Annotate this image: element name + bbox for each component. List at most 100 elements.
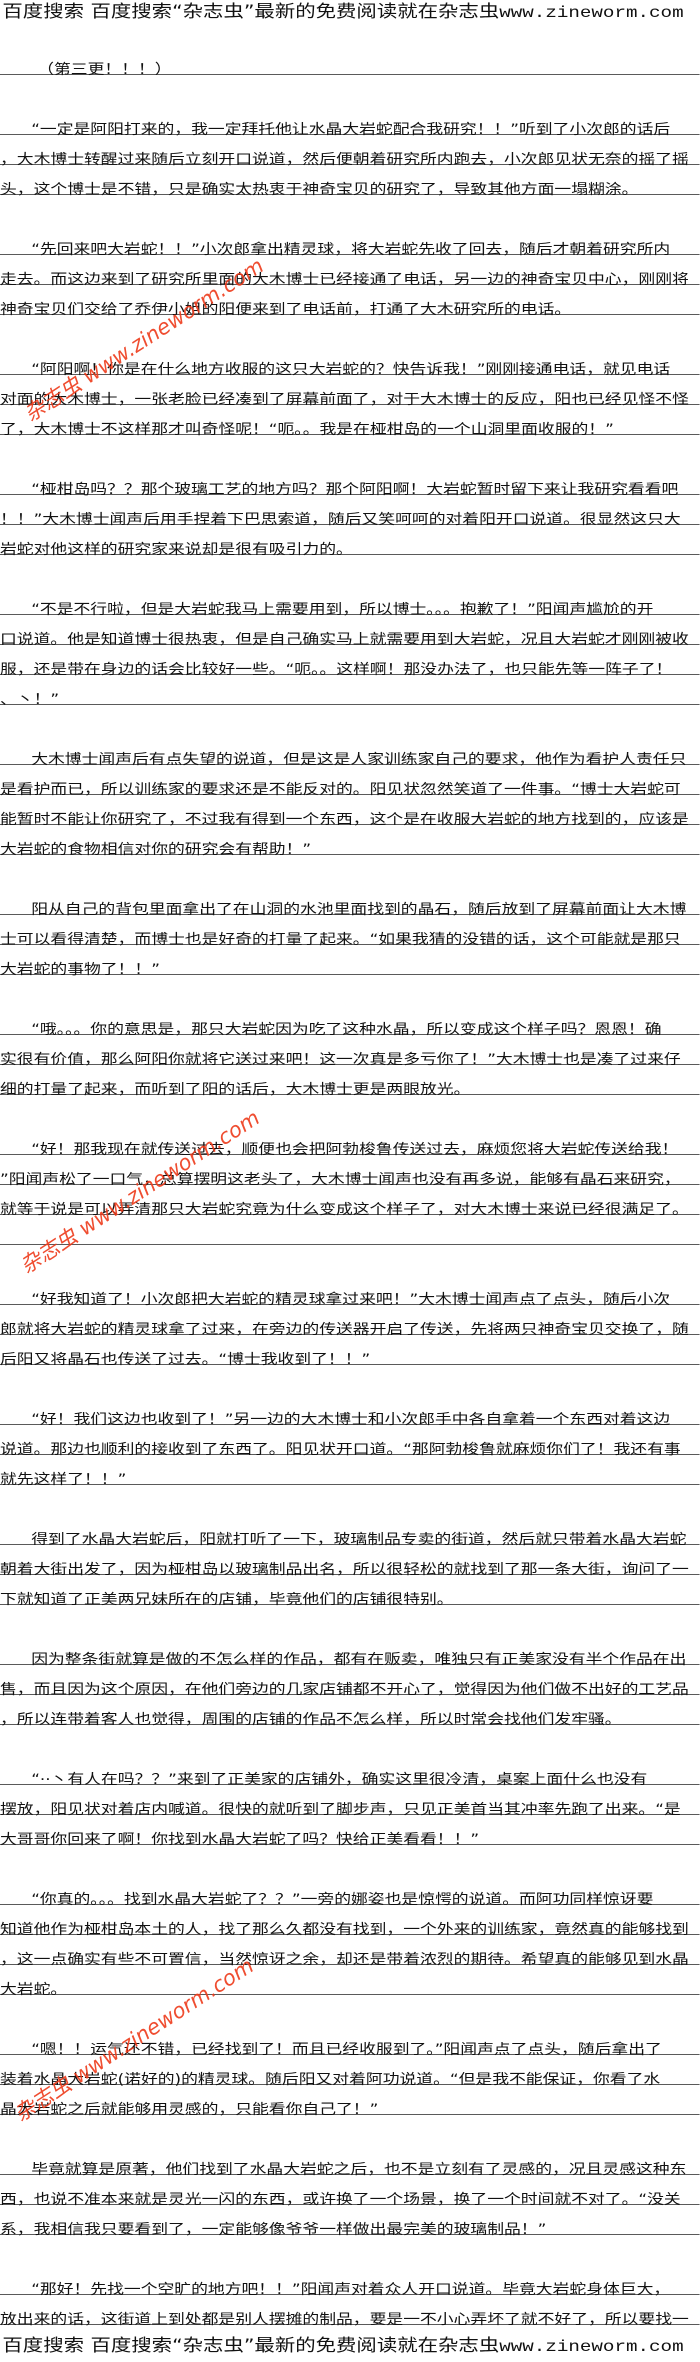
paragraph-line: 口说道。他是知道博士很热衷，但是自己确实马上就需要用到大岩蛇，况且大岩蛇才刚刚被… (0, 615, 700, 648)
header-banner: 百度搜索 百度搜索“杂志虫”最新的免费阅读就在杂志虫www.zineworm.c… (2, 0, 683, 27)
header-banner-url[interactable]: www.zineworm.com (499, 4, 684, 22)
line-text: 岩蛇对他这样的研究家来说却是很有吸引力的。 (0, 542, 353, 558)
paragraph-spacer (0, 2115, 700, 2145)
paragraph-line: 岩蛇对他这样的研究家来说却是很有吸引力的。 (0, 525, 700, 558)
paragraph-line: 大木博士闻声后有点失望的说道，但是这是人家训练家自己的要求，他作为看护人责任只 (0, 735, 700, 768)
paragraph-line: 阳从自己的背包里面拿出了在山洞的水池里面找到的晶石，随后放到了屏幕前面让大木博 (0, 885, 700, 918)
paragraph-line: 就先这样了！！” (0, 1455, 700, 1488)
paragraph-line: “嗯！！运气还不错，已经找到了！而且已经收服到了。”阳闻声点了点头，随后拿出了 (0, 2025, 700, 2058)
paragraph-line: 知道他作为桠柑岛本土的人，找了那么久都没有找到，一个外来的训练家，竟然真的能够找… (0, 1905, 700, 1938)
paragraph-spacer (0, 2235, 700, 2265)
line-text: ！！”大木博士闻声后用手捏着下巴思索道，随后又笑呵呵的对着阳开口说道。很显然这只… (0, 512, 681, 528)
line-text: 对面的大木博士，一张老脸已经凑到了屏幕前面了，对于大木博士的反应，阳也已经见怪不… (0, 392, 689, 408)
paragraph-line: ”阳闻声松了一口气，总算摆明这老头了，大木博士闻声也没有再多说，能够有晶石来研究… (0, 1155, 700, 1188)
paragraph-line: 晶大岩蛇之后就能够用灵感的，只能看你自己了！” (0, 2085, 700, 2118)
line-text: 得到了水晶大岩蛇后，阳就打听了一下，玻璃制品专卖的街道，然后就只带着水晶大岩蛇 (31, 1532, 687, 1548)
chapter-heading-row: （第三更！！！） (0, 45, 700, 78)
paragraph-line: 因为整条街就算是做的不怎么样的作品，都有在贩卖，唯独只有正美家没有半个作品在出 (0, 1635, 700, 1668)
paragraph-line: 走去。而这边来到了研究所里面的大木博士已经接通了电话，另一边的神奇宝贝中心，刚刚… (0, 255, 700, 288)
paragraph-line: 、丶！” (0, 675, 700, 708)
line-text: 西，也说不准本来就是灵光一闪的东西，或许换了一个场景，换了一个时间就不对了。“没… (0, 2192, 681, 2208)
paragraph-line: “好！我们这边也收到了！”另一边的大木博士和小次郎手中各自拿着一个东西对着这边 (0, 1395, 700, 1428)
paragraph-line: 售，而且因为这个原因，在他们旁边的几家店铺都不开心了，觉得因为他们做不出好的工艺… (0, 1665, 700, 1698)
paragraph-line: 头，这个博士是不错，只是确实太热衷于神奇宝贝的研究了，导致其他方面一塌糊涂。 (0, 165, 700, 198)
line-text: 说道。那边也顺利的接收到了东西了。阳见状开口道。“那阿勃梭鲁就麻烦你们了！我还有… (0, 1442, 681, 1458)
paragraph-line: 系，我相信我只要看到了，一定能够像爷爷一样做出最完美的玻璃制品！” (0, 2205, 700, 2238)
line-text: ，大木博士转醒过来随后立刻开口说道，然后便朝着研究所内跑去，小次郎见状无奈的摇了… (0, 152, 689, 168)
line-text: 走去。而这边来到了研究所里面的大木博士已经接通了电话，另一边的神奇宝贝中心，刚刚… (0, 272, 689, 288)
paragraph-line: 下就知道了正美两兄妹所在的店铺，毕竟他们的店铺很特别。 (0, 1575, 700, 1608)
paragraph-line: “好！那我现在就传送过去，顺便也会把阿勃梭鲁传送过去，麻烦您将大岩蛇传送给我！ (0, 1125, 700, 1158)
paragraph-line: “好我知道了！小次郎把大岩蛇的精灵球拿过来吧！”大木博士闻声点了点头，随后小次 (0, 1275, 700, 1308)
line-text: 大岩蛇的食物相信对你的研究会有帮助！” (0, 842, 312, 858)
paragraph-line: ，这一点确实有些不可置信，当然惊讶之余，却还是带着浓烈的期待。希望真的能够见到水… (0, 1935, 700, 1968)
line-text: 了，大木博士不这样那才叫奇怪呢！“呃。。我是在桠柑岛的一个山洞里面收服的！” (0, 422, 614, 438)
line-text: ”阳闻声松了一口气，总算摆明这老头了，大木博士闻声也没有再多说，能够有晶石来研究… (0, 1172, 681, 1188)
paragraph-line: 了，大木博士不这样那才叫奇怪呢！“呃。。我是在桠柑岛的一个山洞里面收服的！” (0, 405, 700, 438)
line-text: 后阳又将晶石也传送了过去。“博士我收到了！！” (0, 1352, 371, 1368)
line-text: 晶大岩蛇之后就能够用灵感的，只能看你自己了！” (0, 2102, 379, 2118)
line-text: 、丶！” (0, 692, 60, 708)
line-text: “嗯！！运气还不错，已经找到了！而且已经收服到了。”阳闻声点了点头，随后拿出了 (31, 2042, 662, 2058)
line-text: 大岩蛇。 (0, 1982, 68, 1998)
line-text: 售，而且因为这个原因，在他们旁边的几家店铺都不开心了，觉得因为他们做不出好的工艺… (0, 1682, 689, 1698)
line-text: 系，我相信我只要看到了，一定能够像爷爷一样做出最完美的玻璃制品！” (0, 2222, 547, 2238)
paragraph-line: 大岩蛇的食物相信对你的研究会有帮助！” (0, 825, 700, 858)
line-text: “不是不行啦，但是大岩蛇我马上需要用到，所以博士。。。抱歉了！”阳闻声尴尬的开 (31, 602, 654, 618)
line-text: 细的打量了起来，而听到了阳的话后，大木博士更是两眼放光。 (0, 1082, 471, 1098)
paragraph-spacer (0, 1365, 700, 1395)
paragraph-line: 摆放，阳见状对着店内喊道。很快的就听到了脚步声，只见正美首当其冲率先跑了出来。“… (0, 1785, 700, 1818)
line-text: “先回来吧大岩蛇！！”小次郎拿出精灵球，将大岩蛇先收了回去，随后才朝着研究所内 (31, 242, 671, 258)
paragraph-line: 大岩蛇。 (0, 1965, 700, 1998)
line-text: 士可以看得清楚，而博士也是好奇的打量了起来。“如果我猜的没错的话，这个可能就是那… (0, 932, 681, 948)
paragraph-line: 西，也说不准本来就是灵光一闪的东西，或许换了一个场景，换了一个时间就不对了。“没… (0, 2175, 700, 2208)
paragraph-line: ，所以连带着客人也觉得，周围的店铺的作品不怎么样，所以时常会找他们发牢骚。 (0, 1695, 700, 1728)
paragraph-line: 得到了水晶大岩蛇后，阳就打听了一下，玻璃制品专卖的街道，然后就只带着水晶大岩蛇 (0, 1515, 700, 1548)
line-text: 因为整条街就算是做的不怎么样的作品，都有在贩卖，唯独只有正美家没有半个作品在出 (31, 1652, 687, 1668)
line-text: 头，这个博士是不错，只是确实太热衷于神奇宝贝的研究了，导致其他方面一塌糊涂。 (0, 182, 639, 198)
chapter-heading: （第三更！！！） (37, 62, 172, 78)
paragraph-line: “那好！先找一个空旷的地方吧！！”阳闻声对着众人开口说道。毕竟大岩蛇身体巨大， (0, 2265, 700, 2298)
paragraph-line: 大哥哥你回来了啊！你找到水晶大岩蛇了吗？快给正美看看！！” (0, 1815, 700, 1848)
paragraph-spacer (0, 1095, 700, 1125)
line-text: 装着水晶大岩蛇(诺好的)的精灵球。随后阳又对着阿功说道。“但是我不能保证，你看了… (0, 2072, 661, 2088)
paragraph-line: “桠柑岛吗？？那个玻璃工艺的地方吗？那个阿阳啊！大岩蛇暂时留下来让我研究看看吧 (0, 465, 700, 498)
line-text: 口说道。他是知道博士很热衷，但是自己确实马上就需要用到大岩蛇，况且大岩蛇才刚刚被… (0, 632, 689, 648)
paragraph-line: 郎就将大岩蛇的精灵球拿了过来，在旁边的传送器开启了传送，先将两只神奇宝贝交换了，… (0, 1305, 700, 1338)
paragraph-spacer (0, 705, 700, 735)
line-text: 能暂时不能让你研究了，不过我有得到一个东西，这个是在收服大岩蛇的地方找到的，应该… (0, 812, 689, 828)
paragraph-spacer (0, 195, 700, 225)
chapter-body: （第三更！！！） “一定是阿阳打来的，我一定拜托他让水晶大岩蛇配合我研究！！”听… (0, 45, 700, 2328)
footer-banner-url[interactable]: www.zineworm.com (499, 2338, 684, 2356)
paragraph-spacer (0, 1845, 700, 1875)
line-text: “··丶有人在吗？？”来到了正美家的店铺外，确实这里很冷清，桌案上面什么也没有 (31, 1772, 648, 1788)
paragraph-spacer (0, 1245, 700, 1275)
paragraph-line: “先回来吧大岩蛇！！”小次郎拿出精灵球，将大岩蛇先收了回去，随后才朝着研究所内 (0, 225, 700, 258)
paragraph-spacer (0, 555, 700, 585)
paragraph-line: 士可以看得清楚，而博士也是好奇的打量了起来。“如果我猜的没错的话，这个可能就是那… (0, 915, 700, 948)
paragraph-line: 就等于说是可以弄清那只大岩蛇究竟为什么变成这个样子了，对大木博士来说已经很满足了… (0, 1185, 700, 1218)
line-text: 下就知道了正美两兄妹所在的店铺，毕竟他们的店铺很特别。 (0, 1592, 454, 1608)
paragraph-spacer (0, 1605, 700, 1635)
line-text: 毕竟就算是原著，他们找到了水晶大岩蛇之后，也不是立刻有了灵感的，况且灵感这种东 (31, 2162, 687, 2178)
paragraph-line: 能暂时不能让你研究了，不过我有得到一个东西，这个是在收服大岩蛇的地方找到的，应该… (0, 795, 700, 828)
paragraph-spacer (0, 315, 700, 345)
paragraph-line: 装着水晶大岩蛇(诺好的)的精灵球。随后阳又对着阿功说道。“但是我不能保证，你看了… (0, 2055, 700, 2088)
line-text: ，所以连带着客人也觉得，周围的店铺的作品不怎么样，所以时常会找他们发牢骚。 (0, 1712, 622, 1728)
paragraph-line: 细的打量了起来，而听到了阳的话后，大木博士更是两眼放光。 (0, 1065, 700, 1098)
line-text: 放出来的话，这街道上到处都是别人摆摊的制品，要是一不小心弄坏了就不好了，所以要找… (0, 2312, 689, 2328)
line-text: ，这一点确实有些不可置信，当然惊讶之余，却还是带着浓烈的期待。希望真的能够见到水… (0, 1952, 689, 1968)
paragraph-line: 是看护而已，所以训练家的要求还是不能反对的。阳见状忽然笑道了一件事。“博士大岩蛇… (0, 765, 700, 798)
paragraph-spacer (0, 855, 700, 885)
paragraph-line (0, 1215, 700, 1245)
line-text: 摆放，阳见状对着店内喊道。很快的就听到了脚步声，只见正美首当其冲率先跑了出来。“… (0, 1802, 681, 1818)
paragraph-spacer (0, 1485, 700, 1515)
paragraph-line: 服，还是带在身边的话会比较好一些。“呃。。这样啊！那没办法了，也只能先等一阵子了… (0, 645, 700, 678)
line-text: 阳从自己的背包里面拿出了在山洞的水池里面找到的晶石，随后放到了屏幕前面让大木博 (31, 902, 687, 918)
paragraph-line: 毕竟就算是原著，他们找到了水晶大岩蛇之后，也不是立刻有了灵感的，况且灵感这种东 (0, 2145, 700, 2178)
line-text: 就先这样了！！” (0, 1472, 127, 1488)
line-text: “一定是阿阳打来的，我一定拜托他让水晶大岩蛇配合我研究！！”听到了小次郎的话后 (31, 122, 671, 138)
paragraph-line: 对面的大木博士，一张老脸已经凑到了屏幕前面了，对于大木博士的反应，阳也已经见怪不… (0, 375, 700, 408)
paragraph-line: 实很有价值，那么阿阳你就将它送过来吧！这一次真是多亏你了！”大木博士也是凑了过来… (0, 1035, 700, 1068)
paragraph-spacer (0, 435, 700, 465)
